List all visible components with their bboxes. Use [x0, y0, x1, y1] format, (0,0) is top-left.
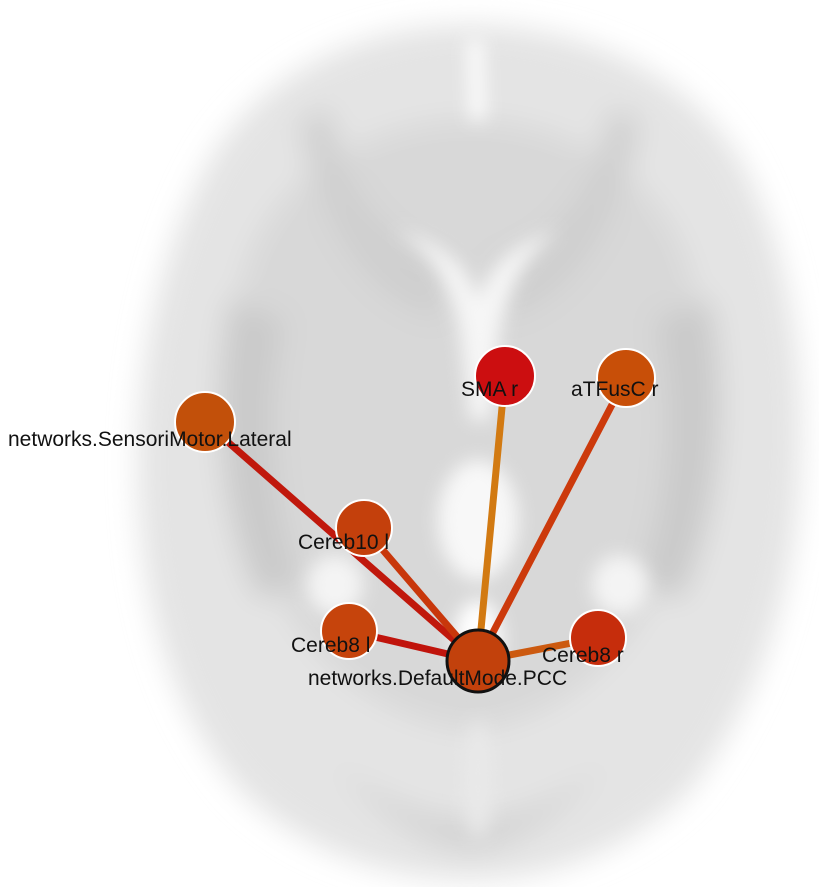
node-sma-r[interactable]: [474, 345, 536, 407]
edge-sma-r-to-pcc: [474, 372, 509, 665]
label-cereb8-l: Cereb8 l: [291, 634, 370, 657]
node-cereb8-l[interactable]: [320, 602, 378, 660]
edge-atfusc-r-to-pcc: [474, 374, 630, 665]
label-cereb10-l: Cereb10 l: [298, 531, 389, 554]
label-cereb8-r: Cereb8 r: [542, 644, 624, 667]
label-sma-r: SMA r: [461, 378, 518, 401]
label-hub-defaultmode-pcc: networks.DefaultMode.PCC: [308, 667, 567, 690]
label-sensorimotor-lateral: networks.SensoriMotor.Lateral: [8, 428, 292, 451]
nodes-layer: [174, 345, 656, 694]
labels-layer: networks.SensoriMotor.Lateral SMA r aTFu…: [8, 378, 659, 690]
node-cereb10-l[interactable]: [335, 499, 393, 557]
brain-slice-background: [137, 25, 801, 880]
label-atfusc-r: aTFusC r: [571, 378, 659, 401]
node-cereb8-r[interactable]: [569, 609, 627, 667]
node-hub-defaultmode-pcc[interactable]: [445, 628, 511, 694]
node-sensorimotor-lateral[interactable]: [174, 391, 236, 453]
node-atfusc-r[interactable]: [596, 348, 656, 408]
